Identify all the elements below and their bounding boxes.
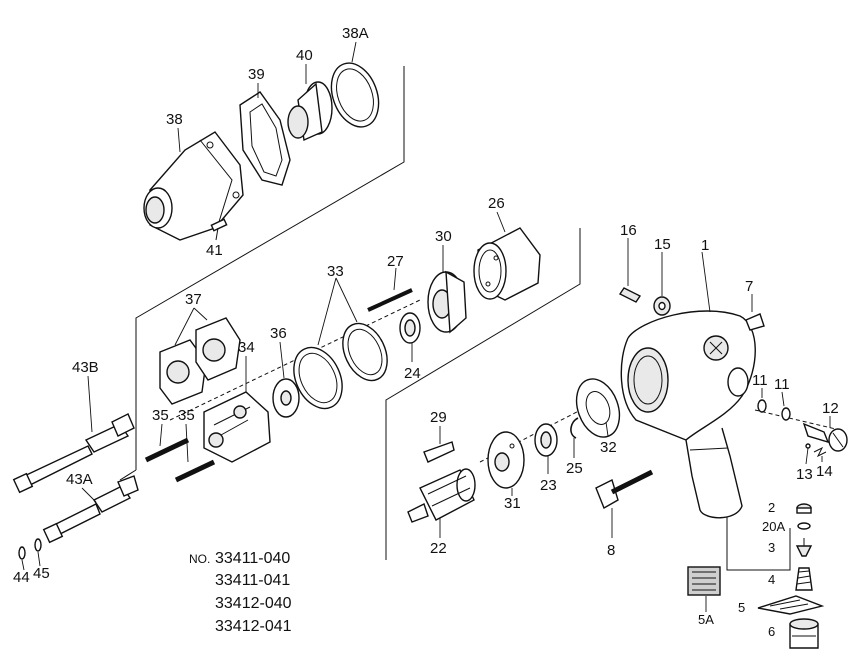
part-22-rotor — [407, 468, 476, 538]
part-26-cylinder — [473, 211, 541, 301]
label-2: 2 — [768, 500, 775, 515]
part-16-set-screw — [618, 238, 642, 303]
part-1-housing — [620, 251, 756, 519]
part-41-screw — [210, 218, 228, 241]
part-4-spring — [795, 567, 813, 591]
model-number-1: 33411-040 — [215, 550, 290, 567]
part-23-bearing — [534, 423, 558, 474]
part-5-deflector — [757, 595, 825, 615]
label-44: 44 — [13, 569, 30, 586]
label-13: 13 — [796, 466, 813, 483]
axis-line-hammer — [169, 299, 421, 421]
label-26: 26 — [488, 195, 505, 212]
model-prefix: NO. — [189, 552, 210, 566]
label-34: 34 — [238, 339, 255, 356]
label-39: 39 — [248, 66, 265, 83]
label-27: 27 — [387, 253, 404, 270]
part-20a-oring — [797, 522, 811, 530]
label-5a: 5A — [698, 612, 714, 627]
part-33-rings — [293, 277, 388, 410]
label-4: 4 — [768, 572, 775, 587]
label-16: 16 — [620, 222, 637, 239]
label-29: 29 — [430, 409, 447, 426]
label-15: 15 — [654, 236, 671, 253]
part-44-45-clips — [18, 538, 42, 571]
model-number-4: 33412-041 — [215, 618, 292, 635]
part-29-rotor-blade — [423, 426, 455, 463]
label-25: 25 — [566, 460, 583, 477]
model-number-2: 33411-041 — [215, 572, 290, 589]
label-23: 23 — [540, 477, 557, 494]
label-45: 45 — [33, 565, 50, 582]
part-27-pin — [367, 267, 413, 312]
label-12: 12 — [822, 400, 839, 417]
part-labels: 1 2 3 4 5 5A 6 7 8 11 11 12 13 14 15 16 … — [13, 25, 839, 639]
label-3: 3 — [768, 540, 775, 555]
part-24-bearing — [399, 312, 421, 362]
label-32: 32 — [600, 439, 617, 456]
label-35a: 35 — [152, 407, 169, 424]
label-7: 7 — [745, 278, 753, 295]
label-30: 30 — [435, 228, 452, 245]
label-36: 36 — [270, 325, 287, 342]
part-15-bushing — [653, 252, 671, 316]
label-31: 31 — [504, 495, 521, 512]
label-40: 40 — [296, 47, 313, 64]
part-40-bushing — [287, 64, 333, 142]
part-2-valve-seat — [796, 503, 812, 514]
label-37: 37 — [185, 291, 202, 308]
label-24: 24 — [404, 365, 421, 382]
part-5a-filter-screen — [687, 566, 721, 612]
model-number-3: 33412-040 — [215, 595, 292, 612]
label-35b: 35 — [178, 407, 195, 424]
part-31-rear-plate — [487, 431, 525, 496]
group-frame-motor — [385, 228, 581, 560]
label-14: 14 — [816, 463, 833, 480]
part-7-plug — [745, 294, 765, 331]
label-22: 22 — [430, 540, 447, 557]
label-20a: 20A — [762, 519, 785, 534]
label-8: 8 — [607, 542, 615, 559]
part-30-front-plate — [427, 245, 467, 334]
part-3-valve — [795, 538, 813, 557]
group-frame-hammer-case — [119, 66, 405, 481]
part-37-hammers — [159, 307, 241, 405]
label-5: 5 — [738, 600, 745, 615]
label-38a: 38A — [342, 25, 369, 42]
part-36-washer — [272, 341, 300, 418]
part-25-snap-ring — [570, 417, 579, 458]
part-38a-oring — [330, 41, 380, 128]
label-33: 33 — [327, 263, 344, 280]
part-39-gasket — [239, 83, 291, 186]
part-32-gasket — [575, 378, 621, 438]
part-38-hammer-case — [143, 127, 244, 241]
label-43b: 43B — [72, 359, 99, 376]
part-11-orings — [757, 388, 791, 421]
label-11b: 11 — [774, 376, 790, 393]
label-41: 41 — [206, 242, 223, 259]
part-35-pins — [144, 423, 216, 483]
model-number-block: NO. 33411-040 33411-041 33412-040 33412-… — [189, 550, 292, 635]
label-6: 6 — [768, 624, 775, 639]
axis-line-reverse — [754, 409, 841, 431]
part-6-inlet-bushing — [789, 618, 819, 649]
part-12-knob — [802, 416, 848, 452]
label-1: 1 — [701, 237, 709, 254]
part-34-hammer-frame — [203, 356, 271, 463]
part-13-14-ball-spring — [805, 443, 827, 465]
part-8-reverse-valve — [595, 469, 654, 538]
part-43a-anvil — [42, 475, 139, 544]
label-43a: 43A — [66, 471, 93, 488]
label-11a: 11 — [752, 372, 768, 389]
label-38: 38 — [166, 111, 183, 128]
part-43b-anvil — [12, 375, 135, 494]
